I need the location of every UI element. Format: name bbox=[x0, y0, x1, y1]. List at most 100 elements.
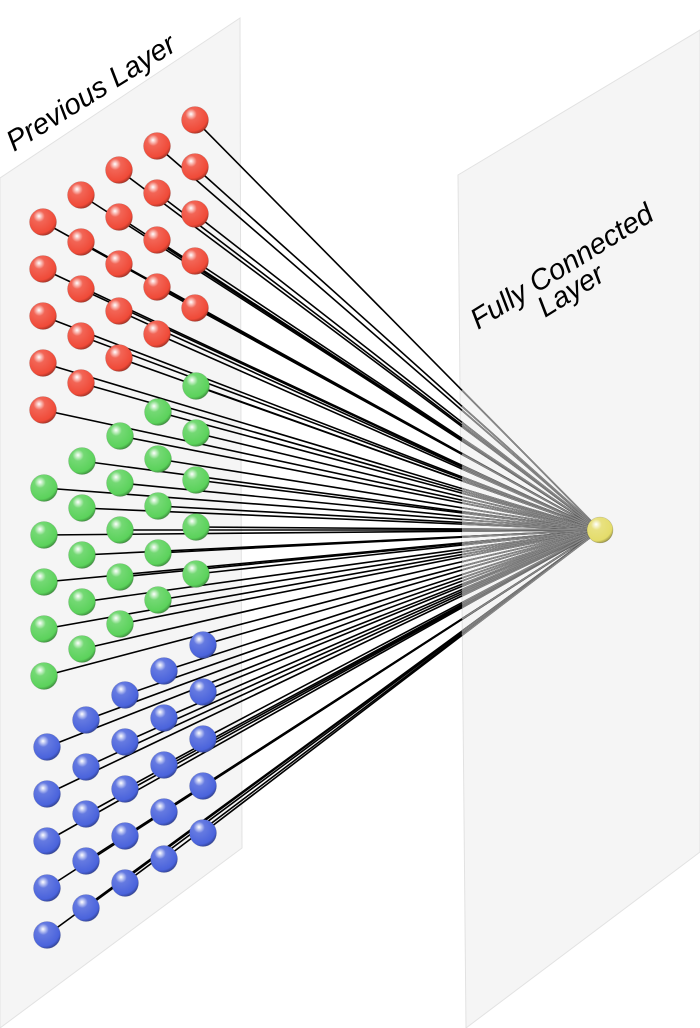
blue-neuron bbox=[150, 657, 178, 685]
red-neuron bbox=[105, 203, 133, 231]
green-neuron bbox=[106, 563, 134, 591]
connection-line-behind-plane bbox=[461, 529, 601, 571]
blue-neuron bbox=[189, 819, 217, 847]
green-neuron bbox=[182, 419, 210, 447]
red-neuron bbox=[29, 302, 57, 330]
green-neuron bbox=[144, 445, 172, 473]
red-channel-neurons bbox=[29, 106, 209, 424]
blue-neuron bbox=[111, 681, 139, 709]
green-neuron bbox=[144, 398, 172, 426]
connection-line-behind-plane bbox=[461, 529, 601, 620]
connection-line-behind-plane bbox=[461, 529, 601, 546]
connection-line-behind-plane bbox=[461, 468, 601, 531]
green-neuron bbox=[68, 588, 96, 616]
blue-neuron bbox=[150, 704, 178, 732]
red-neuron bbox=[143, 320, 171, 348]
blue-neuron bbox=[189, 678, 217, 706]
connection-line-behind-plane bbox=[461, 521, 601, 531]
blue-neuron bbox=[189, 725, 217, 753]
red-neuron bbox=[29, 255, 57, 283]
red-neuron bbox=[143, 132, 171, 160]
blue-neuron bbox=[111, 728, 139, 756]
blue-neuron bbox=[111, 869, 139, 897]
green-neuron bbox=[68, 447, 96, 475]
red-neuron bbox=[105, 297, 133, 325]
green-neuron bbox=[182, 372, 210, 400]
red-neuron bbox=[181, 247, 209, 275]
connection-line-behind-plane bbox=[461, 496, 601, 531]
red-neuron bbox=[29, 396, 57, 424]
green-neuron bbox=[106, 516, 134, 544]
blue-neuron bbox=[33, 733, 61, 761]
blue-neuron bbox=[72, 753, 100, 781]
green-neuron bbox=[30, 521, 58, 549]
red-neuron bbox=[181, 153, 209, 181]
output-neuron-group bbox=[586, 516, 614, 544]
blue-neuron bbox=[72, 706, 100, 734]
green-neuron bbox=[30, 615, 58, 643]
red-neuron bbox=[105, 156, 133, 184]
green-neuron bbox=[144, 586, 172, 614]
blue-neuron bbox=[150, 751, 178, 779]
green-neuron bbox=[106, 469, 134, 497]
green-neuron bbox=[182, 513, 210, 541]
blue-neuron bbox=[111, 822, 139, 850]
green-neuron bbox=[144, 539, 172, 567]
connection-line-behind-plane bbox=[461, 529, 601, 553]
connection-line-behind-plane bbox=[461, 529, 601, 636]
connection-line-behind-plane bbox=[461, 389, 601, 531]
red-neuron bbox=[105, 250, 133, 278]
red-neuron bbox=[143, 273, 171, 301]
green-neuron bbox=[144, 492, 172, 520]
green-neuron bbox=[30, 662, 58, 690]
red-neuron bbox=[67, 322, 95, 350]
connection-line-behind-plane bbox=[461, 529, 601, 588]
connection-line-behind-plane bbox=[461, 529, 601, 604]
blue-channel-neurons bbox=[33, 631, 217, 949]
connection-line-behind-plane bbox=[461, 512, 601, 531]
red-neuron bbox=[67, 181, 95, 209]
red-neuron bbox=[67, 275, 95, 303]
blue-neuron bbox=[189, 631, 217, 659]
output-neuron bbox=[586, 516, 614, 544]
green-neuron bbox=[30, 568, 58, 596]
blue-neuron bbox=[33, 921, 61, 949]
connection-line-behind-plane bbox=[461, 529, 601, 538]
blue-neuron bbox=[111, 775, 139, 803]
connection-line-behind-plane bbox=[461, 453, 601, 531]
green-neuron bbox=[182, 466, 210, 494]
green-neuron bbox=[182, 560, 210, 588]
blue-neuron bbox=[150, 798, 178, 826]
green-neuron bbox=[68, 494, 96, 522]
red-neuron bbox=[143, 226, 171, 254]
green-neuron bbox=[106, 610, 134, 638]
blue-neuron bbox=[33, 874, 61, 902]
green-neuron bbox=[106, 422, 134, 450]
green-neuron bbox=[68, 635, 96, 663]
blue-neuron bbox=[72, 800, 100, 828]
red-neuron bbox=[29, 208, 57, 236]
red-neuron bbox=[67, 369, 95, 397]
green-channel-neurons bbox=[30, 372, 210, 690]
red-neuron bbox=[29, 349, 57, 377]
green-neuron bbox=[30, 474, 58, 502]
blue-neuron bbox=[189, 772, 217, 800]
connection-line-behind-plane bbox=[461, 528, 601, 531]
blue-neuron bbox=[72, 894, 100, 922]
connection-line-behind-plane bbox=[461, 480, 601, 531]
red-neuron bbox=[67, 228, 95, 256]
red-neuron bbox=[181, 106, 209, 134]
blue-neuron bbox=[72, 847, 100, 875]
blue-neuron bbox=[33, 827, 61, 855]
connection-line-behind-plane bbox=[461, 421, 601, 531]
red-neuron bbox=[105, 344, 133, 372]
connection-line-behind-plane bbox=[461, 405, 601, 531]
blue-neuron bbox=[33, 780, 61, 808]
red-neuron bbox=[143, 179, 171, 207]
red-neuron bbox=[181, 294, 209, 322]
blue-neuron bbox=[150, 845, 178, 873]
connection-line-behind-plane bbox=[461, 507, 601, 531]
connection-line-behind-plane bbox=[461, 529, 601, 558]
red-neuron bbox=[181, 200, 209, 228]
